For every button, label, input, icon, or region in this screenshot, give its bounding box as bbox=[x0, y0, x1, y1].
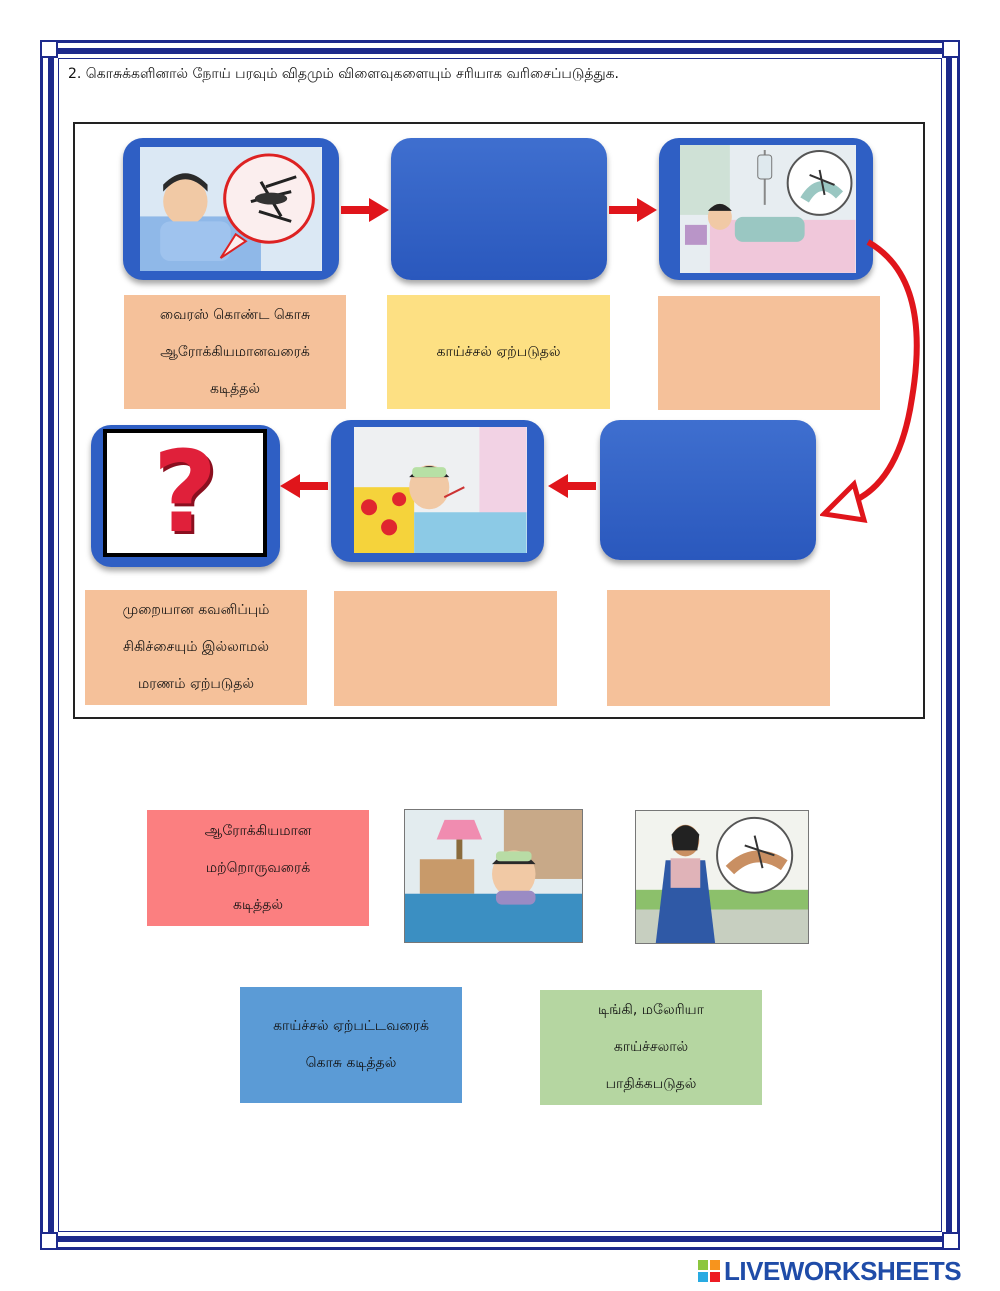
option-pink-line3: கடித்தல் bbox=[233, 896, 283, 913]
question-mark-box: ? bbox=[103, 429, 267, 557]
illustration-woman-mosquito bbox=[636, 811, 808, 943]
flow-tile-empty-5[interactable] bbox=[600, 420, 816, 560]
option-green-line1: டிங்கி, மலேரியா bbox=[598, 1002, 704, 1018]
frame-corner bbox=[942, 1232, 960, 1250]
flow-drop-slot-step3[interactable] bbox=[658, 296, 880, 410]
arrow-curved-down bbox=[820, 239, 920, 524]
flow-label-step6-line1: முறையான கவனிப்பும் bbox=[122, 602, 270, 618]
page-frame-inner bbox=[48, 48, 952, 1242]
flow-label-step1-line3: கடித்தல் bbox=[210, 380, 260, 397]
flow-tile-empty-2[interactable] bbox=[391, 138, 607, 280]
illustration-child-bitten bbox=[140, 146, 322, 272]
page-frame-outer bbox=[40, 40, 960, 1250]
flow-label-step1-line2: ஆரோக்கியமானவரைக் bbox=[160, 343, 310, 360]
option-image-sick-in-bed[interactable] bbox=[404, 809, 583, 943]
option-card-green[interactable]: டிங்கி, மலேரியா காய்ச்சலால் பாதிக்கபடுதல… bbox=[540, 990, 762, 1105]
flow-label-step2-text: காய்ச்சல் ஏற்படுதல் bbox=[436, 343, 561, 360]
flow-label-step6-line3: மரணம் ஏற்படுதல் bbox=[137, 676, 255, 692]
arrow-left-2 bbox=[548, 474, 596, 498]
option-green-line3: பாதிக்கபடுதல் bbox=[605, 1076, 697, 1092]
frame-corner bbox=[942, 40, 960, 58]
page-frame-thin bbox=[58, 58, 942, 1232]
arrow-left-1 bbox=[280, 474, 328, 498]
flow-label-step6: முறையான கவனிப்பும் சிகிச்சையும் இல்லாமல்… bbox=[85, 590, 307, 705]
arrow-right-1 bbox=[341, 198, 389, 222]
option-green-line2: காய்ச்சலால் bbox=[613, 1039, 689, 1055]
flow-label-step1-line1: வைரஸ் கொண்ட கொசு bbox=[159, 306, 311, 323]
option-image-woman-bitten[interactable] bbox=[635, 810, 809, 944]
frame-corner bbox=[40, 1232, 58, 1250]
option-pink-line2: மற்றொருவரைக் bbox=[205, 859, 311, 876]
flow-label-step2: காய்ச்சல் ஏற்படுதல் bbox=[387, 295, 610, 409]
option-card-blue[interactable]: காய்ச்சல் ஏற்பட்டவரைக் கொசு கடித்தல் bbox=[240, 987, 462, 1103]
flow-tile-fever-patient bbox=[331, 420, 544, 562]
flow-drop-slot-step4[interactable] bbox=[607, 590, 830, 706]
option-blue-line2: கொசு கடித்தல் bbox=[305, 1055, 397, 1071]
illustration-fever-thermometer bbox=[354, 427, 527, 554]
flow-label-step1: வைரஸ் கொண்ட கொசு ஆரோக்கியமானவரைக் கடித்த… bbox=[124, 295, 346, 409]
brand-wordmark[interactable]: LIVEWORKSHEETS bbox=[724, 1256, 962, 1286]
flow-tile-mosquito-bite-child bbox=[123, 138, 339, 280]
arrow-right-2 bbox=[609, 198, 657, 222]
flow-tile-question: ? bbox=[91, 425, 280, 567]
frame-corner bbox=[40, 40, 58, 58]
illustration-hospital-bed bbox=[680, 145, 856, 273]
flow-board bbox=[73, 122, 925, 719]
liveworksheets-logo-icon bbox=[698, 1260, 720, 1282]
question-mark-icon: ? bbox=[152, 428, 218, 558]
option-blue-line1: காய்ச்சல் ஏற்பட்டவரைக் bbox=[273, 1018, 429, 1034]
question-title: 2. கொசுக்களினால் நோய் பரவும் விதமும் விள… bbox=[68, 66, 620, 82]
illustration-sick-bed bbox=[405, 810, 582, 942]
flow-label-step6-line2: சிகிச்சையும் இல்லாமல் bbox=[123, 639, 269, 655]
option-pink-line1: ஆரோக்கியமான bbox=[204, 822, 312, 839]
flow-tile-hospital-patient bbox=[659, 138, 873, 280]
flow-drop-slot-step5[interactable] bbox=[334, 591, 557, 706]
option-card-pink[interactable]: ஆரோக்கியமான மற்றொருவரைக் கடித்தல் bbox=[147, 810, 369, 926]
